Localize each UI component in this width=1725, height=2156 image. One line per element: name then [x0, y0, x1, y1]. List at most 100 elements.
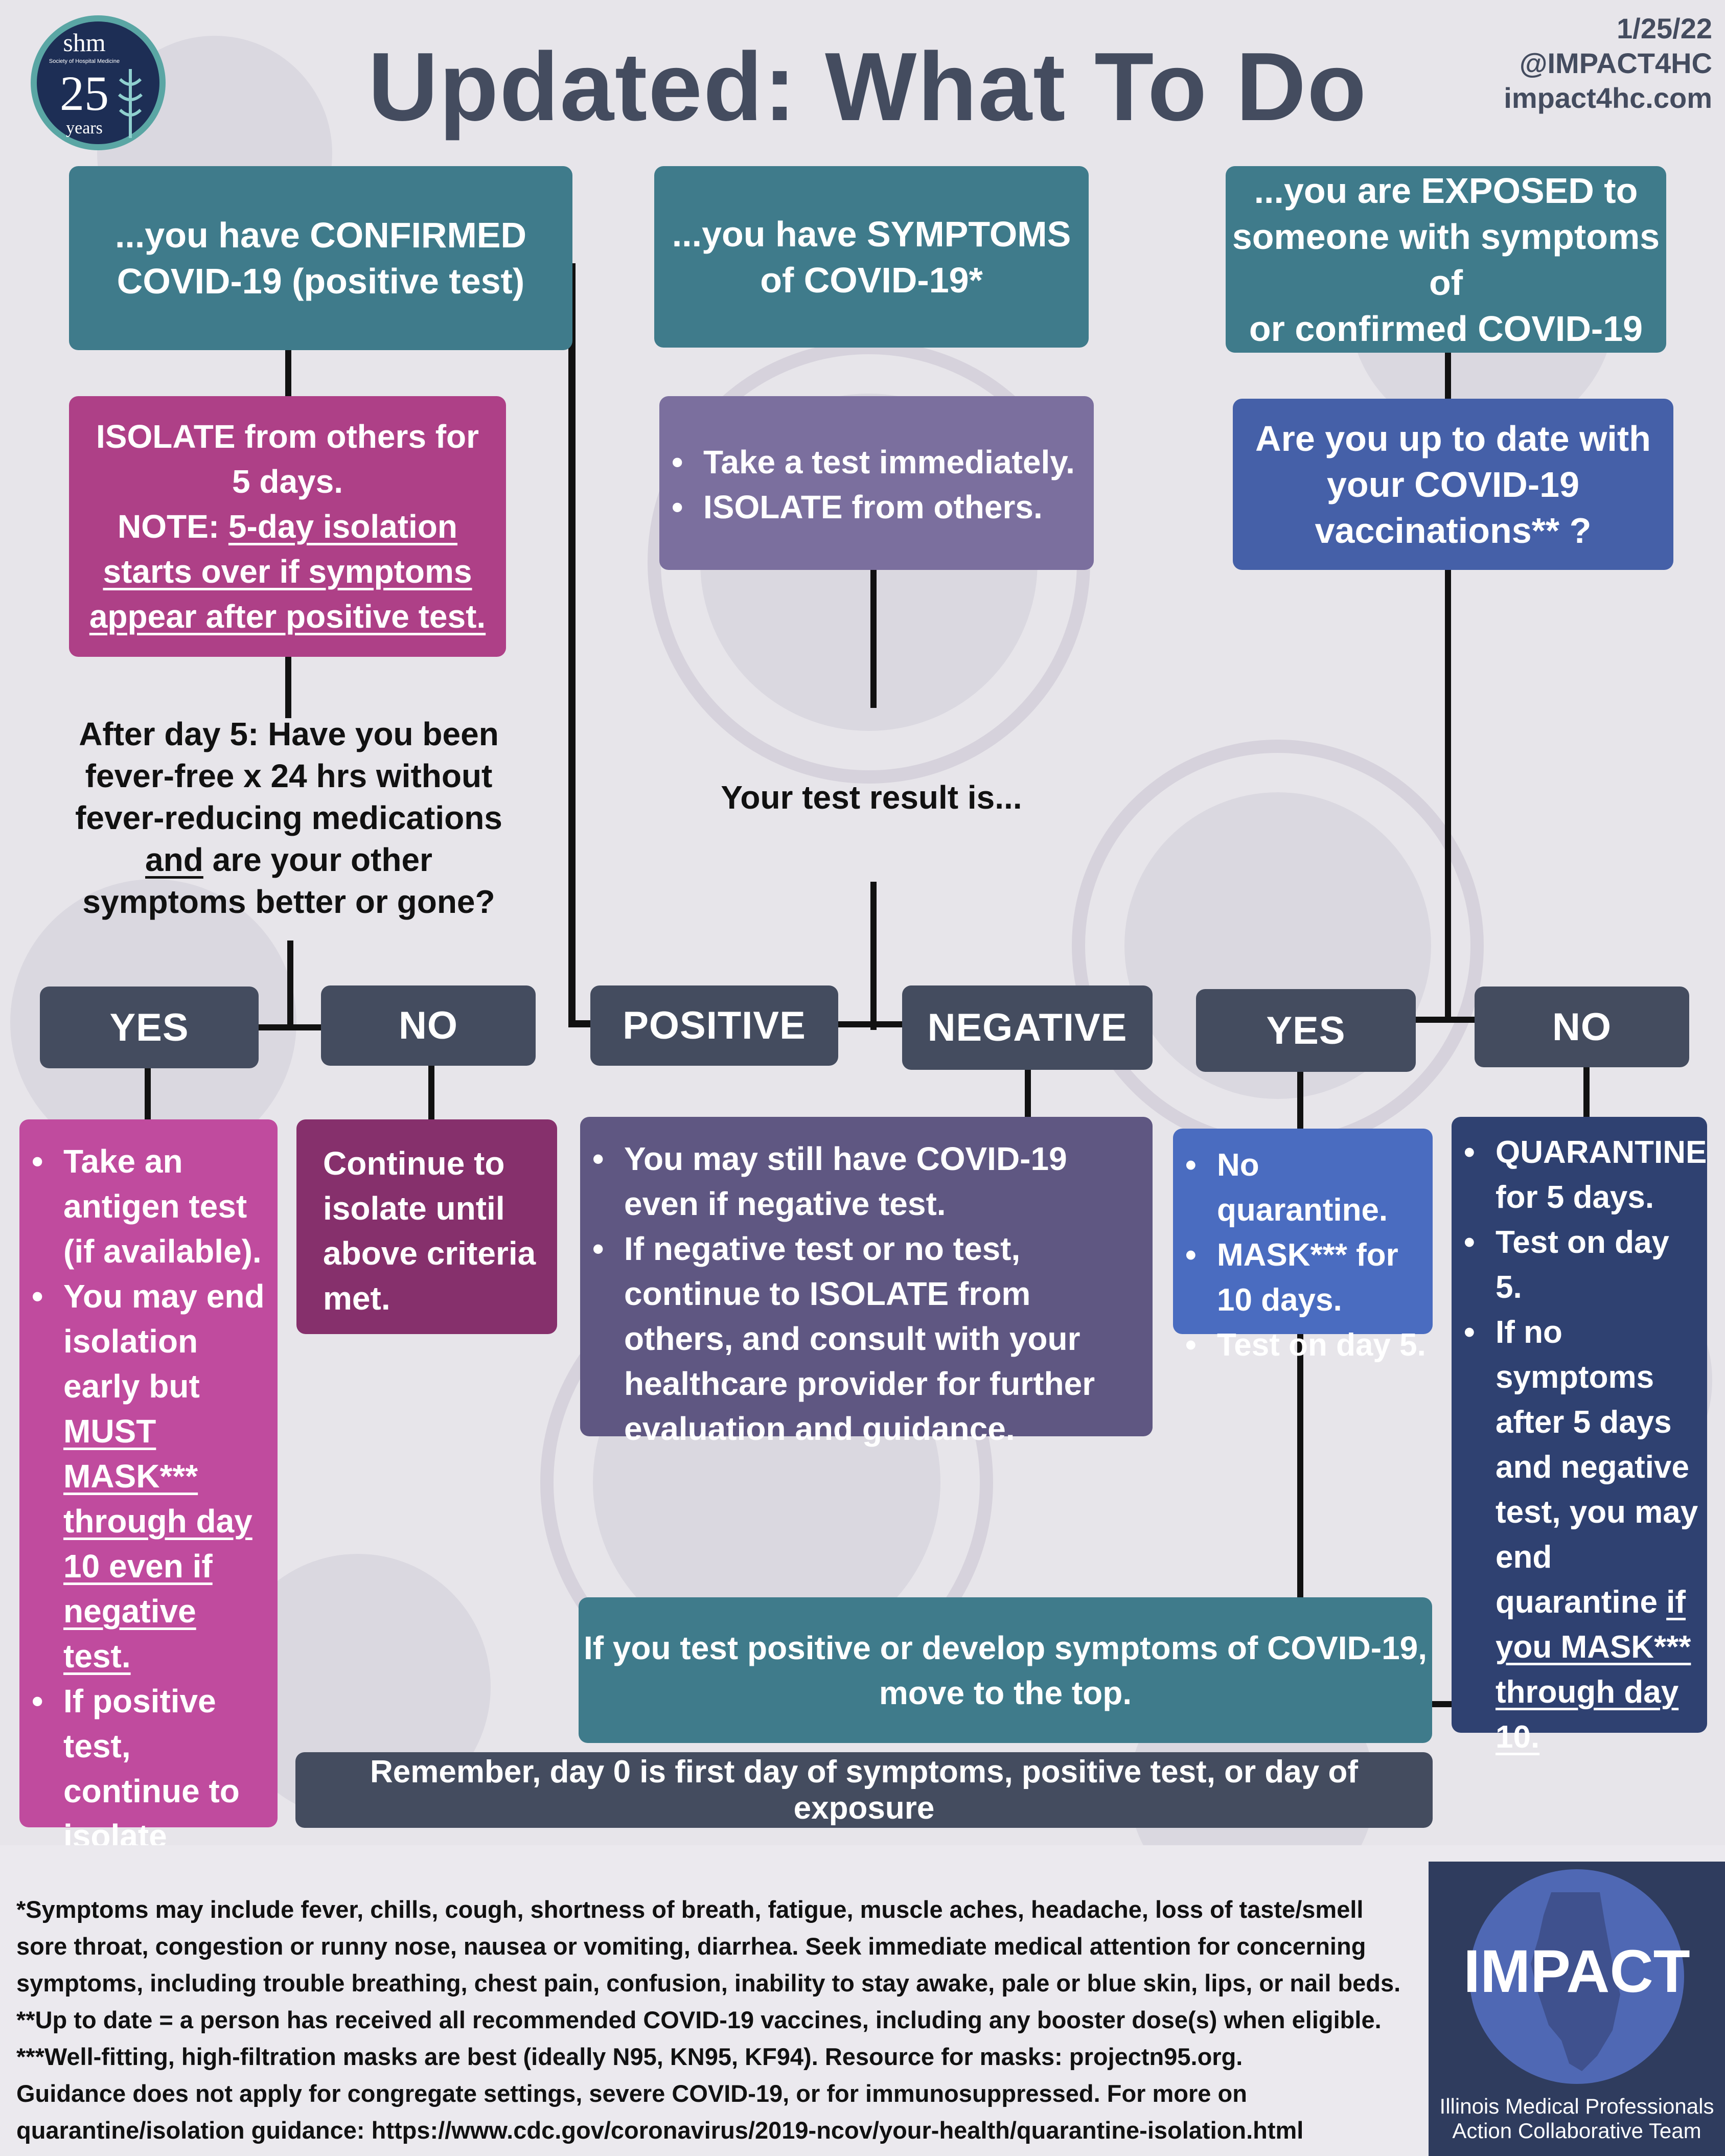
connector [568, 263, 576, 1027]
impact-logo-panel: IMPACT Illinois Medical Professionals Ac… [1429, 1862, 1725, 2156]
connector [870, 882, 877, 1030]
col3-no-result: QUARANTINE for 5 days. Test on day 5. If… [1452, 1117, 1707, 1755]
exposed-box: ...you are EXPOSED to someone with sympt… [1226, 166, 1666, 353]
symptoms-box: ...you have SYMPTOMS of COVID-19* [654, 166, 1089, 348]
col1-yes-label: YES [40, 987, 259, 1068]
after-day5-question: After day 5: Have you been fever-free x … [66, 713, 511, 933]
yes-bullet-2: You may end isolation early but MUST MAS… [32, 1274, 271, 1679]
yes-bullet-2-underlined: MUST MASK*** through day 10 even if nega… [63, 1413, 252, 1675]
shm-subtitle: Society of Hospital Medicine [49, 58, 120, 64]
vaccination-line1: Are you up to date with [1255, 418, 1651, 458]
confirmed-line2: COVID-19 (positive test) [117, 261, 525, 301]
connector [145, 1068, 151, 1122]
connector [1445, 353, 1451, 399]
connector [838, 1021, 902, 1027]
connector [428, 1066, 434, 1122]
col3-no-label: NO [1475, 987, 1689, 1067]
col3-yes-label: YES [1196, 989, 1416, 1072]
website: impact4hc.com [1504, 82, 1712, 114]
exposed-line2: someone with symptoms of [1232, 216, 1660, 303]
illinois-map-icon [1531, 1892, 1620, 2071]
vaccination-line2: your COVID-19 [1327, 464, 1579, 504]
exposed-no-bullet-1: QUARANTINE for 5 days. [1464, 1130, 1707, 1220]
impact-wordmark: IMPACT [1463, 1938, 1690, 2005]
vaccination-line3: vaccinations** ? [1315, 510, 1592, 551]
positive-label: POSITIVE [590, 985, 838, 1066]
col1-no-label: NO [321, 985, 536, 1066]
negative-label: NEGATIVE [902, 985, 1153, 1070]
symptoms-bullet-2: ISOLATE from others. [672, 485, 1084, 530]
negative-result-box: You may still have COVID-19 even if nega… [580, 1117, 1153, 1447]
negative-bullet-1: You may still have COVID-19 even if nega… [592, 1136, 1137, 1226]
page-title: Updated: What To Do If... [368, 33, 1368, 259]
question-line4-rest: are your other [203, 841, 432, 878]
negative-bullet-2: If negative test or no test, continue to… [592, 1226, 1137, 1451]
connector [1025, 1069, 1031, 1120]
impact-caption: Illinois Medical Professionals Action Co… [1429, 2094, 1725, 2150]
symptoms-line2: of COVID-19* [760, 260, 983, 300]
footnote-line-4: **Up to date = a person has received all… [16, 2006, 1382, 2033]
connector [258, 1024, 322, 1030]
move-top-line1: If you test positive or develop symptoms… [583, 1629, 1428, 1666]
header-info: 1/25/22 @IMPACT4HC impact4hc.com [1380, 11, 1712, 119]
connector [287, 941, 293, 1030]
shm-logo: shm Society of Hospital Medicine 25 year… [28, 13, 169, 153]
question-line1: After day 5: Have you been [79, 716, 499, 752]
connector [1445, 567, 1451, 1022]
day-zero-reminder: Remember, day 0 is first day of symptoms… [295, 1752, 1433, 1828]
footnote-line-6: Guidance does not apply for congregate s… [16, 2080, 1247, 2107]
footnote-line-2: sore throat, congestion or runny nose, n… [16, 1933, 1366, 1960]
col3-yes-result: No quarantine. MASK*** for 10 days. Test… [1173, 1129, 1433, 1368]
move-to-top-box: If you test positive or develop symptoms… [579, 1597, 1432, 1743]
exposed-no-bullet-3-underlined: if you MASK*** through day 10. [1496, 1585, 1691, 1755]
isolate-box: ISOLATE from others for 5 days. NOTE: 5-… [69, 396, 506, 657]
impact-caption-2: Action Collaborative Team [1452, 2119, 1701, 2143]
connector [1297, 1071, 1303, 1130]
social-handle: @IMPACT4HC [1519, 47, 1712, 79]
symptoms-bullet-1: Take a test immediately. [672, 440, 1084, 485]
vaccination-question-box: Are you up to date with your COVID-19 va… [1233, 399, 1673, 570]
note-text-2: starts over if symptoms [103, 553, 472, 590]
test-isolate-box: Take a test immediately. ISOLATE from ot… [659, 396, 1094, 570]
question-line4: and are your other [66, 839, 511, 881]
shm-years-number: 25 [60, 66, 109, 121]
test-result-question: Your test result is... [721, 779, 1022, 816]
confirmed-covid-box: ...you have CONFIRMED COVID-19 (positive… [69, 166, 572, 350]
note-label: NOTE: [118, 508, 228, 545]
date: 1/25/22 [1617, 12, 1712, 44]
impact-logo: IMPACT [1463, 1869, 1690, 2084]
exposed-no-bullet-3-text: If no symptoms after 5 days and negative… [1496, 1315, 1698, 1620]
connector [870, 570, 877, 708]
question-line5: symptoms better or gone? [82, 883, 495, 920]
isolate-line1: ISOLATE from others for [96, 418, 479, 455]
yes-bullet-1: Take an antigen test (if available). [32, 1139, 271, 1274]
isolate-line2: 5 days. [232, 463, 343, 500]
connector [1583, 1067, 1590, 1123]
footnote-line-1: *Symptoms may include fever, chills, cou… [16, 1896, 1364, 1923]
exposed-no-bullet-2: Test on day 5. [1464, 1220, 1703, 1310]
footnote-line-7: quarantine/isolation guidance: https://w… [16, 2117, 1304, 2144]
col1-yes-result: Take an antigen test (if available). You… [19, 1119, 278, 1944]
connector [285, 657, 291, 718]
connector [568, 1020, 591, 1027]
col1-no-result: Continue to isolate until above criteria… [296, 1119, 557, 1334]
note-text-1: 5-day isolation [228, 508, 457, 545]
exposed-yes-bullet-2: MASK*** for 10 days. [1185, 1233, 1430, 1323]
footnote-line-5: ***Well-fitting, high-filtration masks a… [16, 2043, 1243, 2070]
question-line3: fever-reducing medications [75, 799, 502, 836]
connector [285, 348, 291, 399]
exposed-no-bullet-3: If no symptoms after 5 days and negative… [1464, 1310, 1703, 1760]
yes-bullet-2-text: You may end isolation early but [63, 1278, 265, 1405]
isolate-note: NOTE: 5-day isolation [118, 504, 457, 549]
connector [1413, 1017, 1480, 1023]
exposed-line1: ...you are EXPOSED to [1254, 170, 1638, 211]
symptoms-line1: ...you have SYMPTOMS [672, 214, 1071, 254]
confirmed-line1: ...you have CONFIRMED [114, 215, 527, 255]
footnotes: *Symptoms may include fever, chills, cou… [16, 1891, 1427, 2152]
footnote-line-3: symptoms, including trouble breathing, c… [16, 1969, 1401, 1997]
exposed-yes-bullet-1: No quarantine. [1185, 1143, 1430, 1233]
exposed-line3: or confirmed COVID-19 [1249, 308, 1643, 349]
question-and: and [145, 841, 203, 878]
note-text-3: appear after positive test. [89, 598, 486, 635]
shm-years-label: years [66, 119, 103, 137]
